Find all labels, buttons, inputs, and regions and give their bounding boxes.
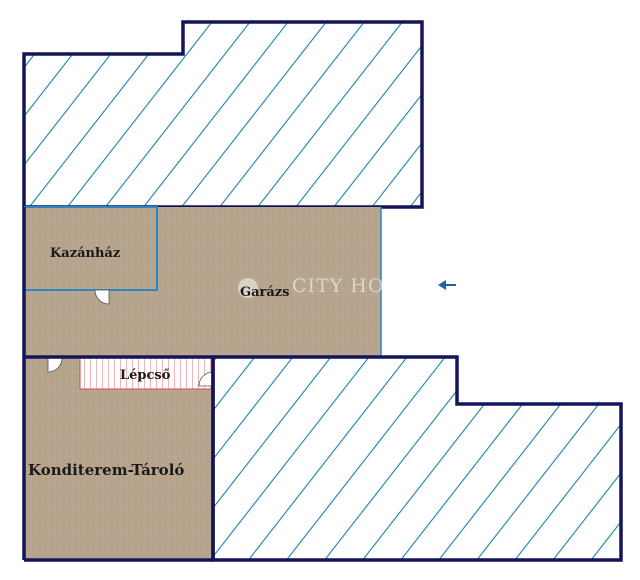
label-konditerem: Konditerem-Tároló <box>28 461 184 479</box>
outer-walls <box>22 207 215 562</box>
boiler-room <box>24 206 158 305</box>
logo-icon <box>238 278 258 298</box>
gym-storage-room <box>24 357 213 560</box>
watermark-brand: CITY HOUSE <box>292 275 430 297</box>
label-lepcso: Lépcső <box>120 368 171 383</box>
door-swing-icon <box>94 289 110 305</box>
watermark: CITY HOUSE ® <box>238 275 430 298</box>
top-unused-area <box>22 20 424 209</box>
bottom-unused-area <box>211 355 623 562</box>
label-kazanhaz: Kazánház <box>50 246 120 261</box>
garage-room <box>24 207 382 357</box>
arrow-left-icon <box>438 280 456 290</box>
label-garazs: Garázs <box>240 285 290 300</box>
watermark-reg: ® <box>400 276 409 286</box>
door-swing-icon <box>198 371 214 387</box>
